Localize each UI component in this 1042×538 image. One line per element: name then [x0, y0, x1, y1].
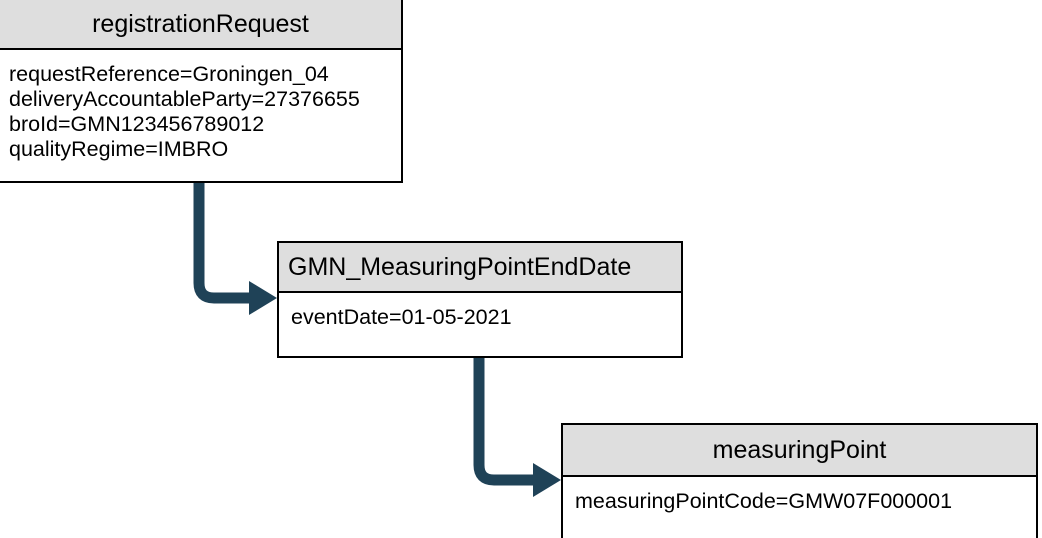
object-header-measuring-point: measuringPoint — [563, 425, 1036, 477]
object-box-gmn-measuringpointenddate[interactable]: GMN_MeasuringPointEndDate eventDate=01-0… — [277, 241, 683, 358]
object-title: GMN_MeasuringPointEndDate — [288, 252, 632, 281]
object-header-registration-request: registrationRequest — [0, 0, 401, 50]
attribute-row: measuringPointCode=GMW07F000001 — [575, 489, 953, 513]
object-header-gmn-measuringpointenddate: GMN_MeasuringPointEndDate — [279, 243, 681, 293]
object-attributes-measuring-point: measuringPointCode=GMW07F000001 — [563, 477, 1036, 538]
object-title: measuringPoint — [712, 435, 887, 464]
arrowhead-icon — [533, 463, 561, 497]
connector-line — [193, 181, 252, 304]
connector-line — [473, 358, 536, 486]
arrowhead-icon — [249, 281, 277, 315]
object-title: registrationRequest — [92, 9, 309, 38]
object-box-measuring-point[interactable]: measuringPoint measuringPointCode=GMW07F… — [561, 423, 1038, 538]
attribute-row: requestReference=Groningen_04 — [9, 62, 329, 86]
attribute-row: eventDate=01-05-2021 — [291, 305, 512, 329]
attribute-row: qualityRegime=IMBRO — [9, 137, 229, 161]
attribute-row: broId=GMN123456789012 — [9, 112, 265, 136]
object-box-registration-request[interactable]: registrationRequest requestReference=Gro… — [0, 0, 403, 183]
object-attributes-gmn-measuringpointenddate: eventDate=01-05-2021 — [279, 293, 681, 356]
attribute-row: deliveryAccountableParty=27376655 — [9, 87, 360, 111]
object-attributes-registration-request: requestReference=Groningen_04 deliveryAc… — [0, 50, 401, 181]
